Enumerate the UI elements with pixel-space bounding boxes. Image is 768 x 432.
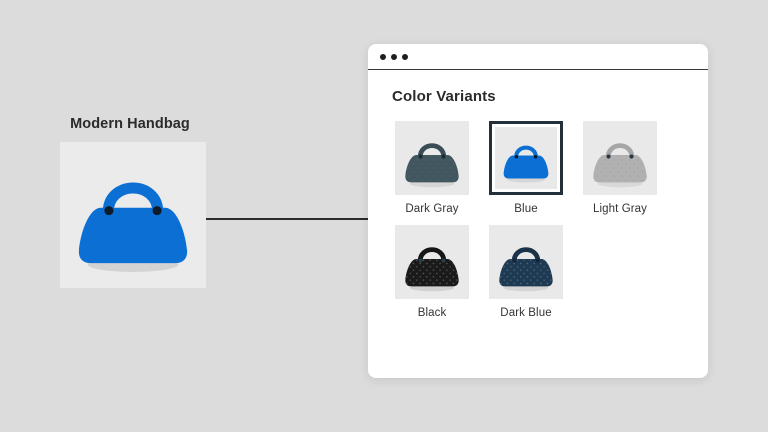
variant-grid: Dark Gray: [392, 121, 684, 319]
variant-label: Light Gray: [592, 203, 648, 215]
page-title: Modern Handbag: [70, 116, 190, 132]
variant-label: Black: [417, 307, 447, 319]
modern-handbag-icon: [78, 182, 188, 272]
window-dot-icon[interactable]: [391, 53, 397, 60]
variant-swatch[interactable]: [395, 121, 469, 195]
handbag-icon: [405, 247, 459, 292]
window-controls[interactable]: [380, 53, 408, 60]
handbag-icon: [499, 247, 553, 292]
panel-heading: Color Variants: [392, 88, 496, 105]
panel-titlebar: [368, 44, 708, 70]
variant-option-dark-gray[interactable]: Dark Gray: [392, 121, 472, 215]
variant-option-black[interactable]: Black: [392, 225, 472, 319]
handbag-icon: [405, 143, 459, 188]
handbag-icon: [593, 143, 647, 188]
window-dot-icon[interactable]: [380, 53, 386, 60]
color-variants-panel: Color Variants: [368, 44, 708, 378]
window-dot-icon[interactable]: [402, 53, 408, 60]
variant-swatch[interactable]: [583, 121, 657, 195]
product-preview: Modern Handbag: [60, 116, 206, 288]
variant-option-dark-blue[interactable]: Dark Blue: [486, 225, 566, 319]
variant-option-blue[interactable]: Blue: [486, 121, 566, 215]
variant-label: Dark Gray: [405, 203, 459, 215]
panel-body: Color Variants: [368, 70, 708, 319]
product-image-frame[interactable]: [60, 142, 206, 288]
variant-label: Dark Blue: [500, 307, 552, 319]
variant-swatch[interactable]: [395, 225, 469, 299]
variant-swatch[interactable]: [489, 225, 563, 299]
variant-option-light-gray[interactable]: Light Gray: [580, 121, 660, 215]
handbag-icon: [503, 145, 549, 183]
connector-line: [206, 218, 368, 220]
variant-label: Blue: [514, 203, 538, 215]
variant-swatch-selected[interactable]: [489, 121, 563, 195]
